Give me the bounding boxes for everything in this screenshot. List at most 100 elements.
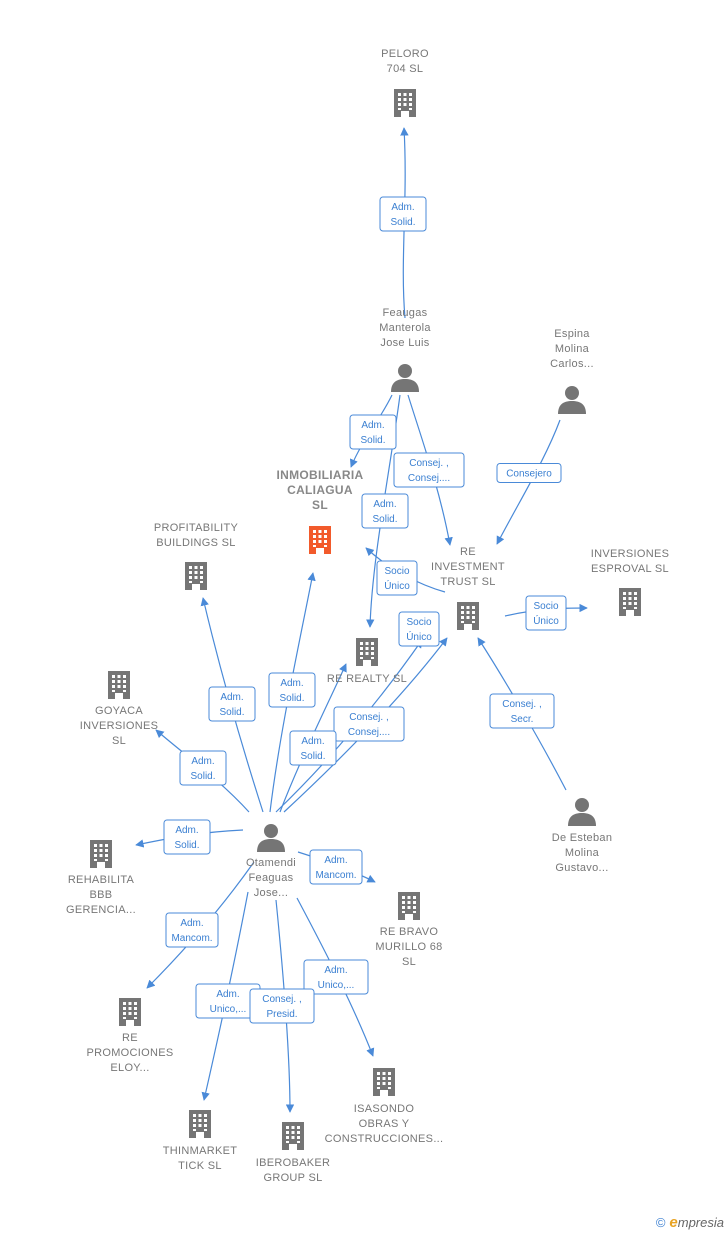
- edge-label-otamendi-to-profitability[interactable]: Adm.Solid.: [208, 686, 256, 722]
- edge-label-feaugas-to-re_realty[interactable]: Adm.Solid.: [361, 493, 409, 529]
- edge-label-text: Adm.: [220, 692, 243, 703]
- edge-labels-layer: Adm. Solid. Adm. Solid. Consej. , Consej.... A…: [163, 196, 567, 1024]
- node-label: RE: [122, 1032, 138, 1044]
- node-label: INVESTMENT: [431, 561, 505, 573]
- edge-label-text: Consej. ,: [502, 699, 541, 710]
- edge-label-text: Socio: [384, 566, 409, 577]
- node-label: GROUP SL: [263, 1172, 322, 1184]
- edge-label-box: [361, 493, 409, 529]
- edge-label-text: Solid.: [174, 840, 199, 851]
- edge-label-box: [303, 959, 369, 995]
- edge-label-de_esteban-to-re_investment[interactable]: Consej. , Secr.: [489, 693, 555, 729]
- edge-label-text: Solid.: [390, 217, 415, 228]
- edge-label-box: [289, 730, 337, 766]
- edge-label-box: [349, 414, 397, 450]
- node-label: THINMARKET: [163, 1145, 238, 1157]
- edge-label-box: [333, 706, 405, 742]
- node-label: PELORO: [381, 48, 429, 60]
- node-re-promociones[interactable]: REPROMOCIONESELOY...: [86, 998, 173, 1074]
- node-label: CALIAGUA: [287, 483, 353, 497]
- node-label: TICK SL: [178, 1160, 222, 1172]
- edge-label-feaugas-to-inmobiliaria[interactable]: Adm.Solid.: [349, 414, 397, 450]
- node-label: MURILLO 68: [375, 941, 442, 953]
- edge-label-box: [165, 912, 219, 948]
- edge-label-text: Unico,...: [318, 980, 355, 991]
- edge-label-text: Solid.: [190, 771, 215, 782]
- edge-label-otamendi-to-iberobaker[interactable]: Consej. , Presid.: [249, 988, 315, 1024]
- node-label: INVERSIONES: [591, 548, 670, 560]
- node-de-esteban[interactable]: De EstebanMolinaGustavo...: [552, 798, 612, 874]
- edge-label-text: Consej. ,: [349, 712, 388, 723]
- edge-label-otamendi-to-re_promociones[interactable]: Adm.Mancom.: [165, 912, 219, 948]
- edge-label-otamendi-to-isasondo[interactable]: Adm. Unico,...: [303, 959, 369, 995]
- person-icon: [568, 798, 596, 826]
- edge-label-otamendi-to-re_realty[interactable]: Adm. Solid.: [289, 730, 337, 766]
- building-icon: [185, 562, 207, 590]
- edge-label-feaugas-to-peloro[interactable]: Adm.Solid.: [379, 196, 427, 232]
- node-espina[interactable]: EspinaMolinaCarlos...: [550, 328, 594, 414]
- edge-label-text: Consej....: [348, 727, 390, 738]
- node-thinmarket[interactable]: THINMARKET TICK SL: [163, 1110, 238, 1172]
- node-label: ESPROVAL SL: [591, 563, 669, 575]
- edge-label-text: Adm.: [216, 989, 239, 1000]
- building-icon: [398, 892, 420, 920]
- edge-label-otamendi-to-re_investment[interactable]: Consej. , Consej....: [333, 706, 405, 742]
- edge-label-text: Adm.: [324, 855, 347, 866]
- edge-label-text: Adm.: [280, 678, 303, 689]
- brand-logo: empresia: [669, 1214, 724, 1231]
- edge-label-otamendi-to-rehabilita[interactable]: Adm.Solid.: [163, 819, 211, 855]
- edge-label-text: Consej. ,: [262, 994, 301, 1005]
- node-label: Manterola: [379, 322, 431, 334]
- node-inversiones-esproval[interactable]: INVERSIONES ESPROVAL SL: [591, 548, 670, 616]
- node-label: IBEROBAKER: [256, 1157, 331, 1169]
- edge-label-otamendi-to-goyaca[interactable]: Adm.Solid.: [179, 750, 227, 786]
- edge-label-feaugas-to-re_investment[interactable]: Consej. ,Consej....: [393, 452, 465, 488]
- edge-label-text: Solid.: [300, 751, 325, 762]
- edge-label-otamendi-to-thinmarket[interactable]: Adm. Unico,...: [195, 983, 261, 1019]
- building-icon: [457, 602, 479, 630]
- building-icon: [309, 526, 331, 554]
- building-icon: [108, 671, 130, 699]
- node-label: PROFITABILITY: [154, 522, 239, 534]
- node-otamendi[interactable]: OtamendiFeaguasJose...: [246, 824, 296, 899]
- edge-label-text: Único: [384, 579, 410, 592]
- building-icon: [90, 840, 112, 868]
- node-label: GOYACA: [95, 705, 143, 717]
- edge-label-espina-to-re_investment[interactable]: Consejero: [496, 463, 562, 483]
- node-iberobaker[interactable]: IBEROBAKER GROUP SL: [256, 1122, 331, 1184]
- edge-label-text: Único: [533, 614, 559, 627]
- edge-label-text: Unico,...: [210, 1004, 247, 1015]
- edge-label-text: Adm.: [301, 736, 324, 747]
- edge-label-box: [525, 595, 567, 631]
- edge-label-text: Presid.: [266, 1009, 297, 1020]
- edge-label-otamendi-to-inmobiliaria[interactable]: Adm.Solid.: [268, 672, 316, 708]
- node-label: Espina: [554, 328, 590, 340]
- edge-label-text: Adm.: [324, 965, 347, 976]
- edge-label-text: Mancom.: [171, 933, 212, 944]
- brand-footer[interactable]: ©empresia: [656, 1214, 724, 1231]
- node-label: TRUST SL: [440, 576, 495, 588]
- node-rehabilita[interactable]: REHABILITABBBGERENCIA...: [66, 840, 136, 916]
- node-re-realty[interactable]: RE REALTY SL: [327, 638, 407, 685]
- copyright-icon: ©: [655, 1215, 666, 1230]
- building-icon: [394, 89, 416, 117]
- edge-label-text: Secr.: [511, 714, 534, 725]
- edge-label-otamendi-to-re_bravo[interactable]: Adm.Mancom.: [309, 849, 363, 885]
- node-label: De Esteban: [552, 832, 612, 844]
- node-label: OBRAS Y: [359, 1118, 410, 1130]
- edge-label-text: Socio: [533, 601, 558, 612]
- building-icon: [119, 998, 141, 1026]
- building-icon: [373, 1068, 395, 1096]
